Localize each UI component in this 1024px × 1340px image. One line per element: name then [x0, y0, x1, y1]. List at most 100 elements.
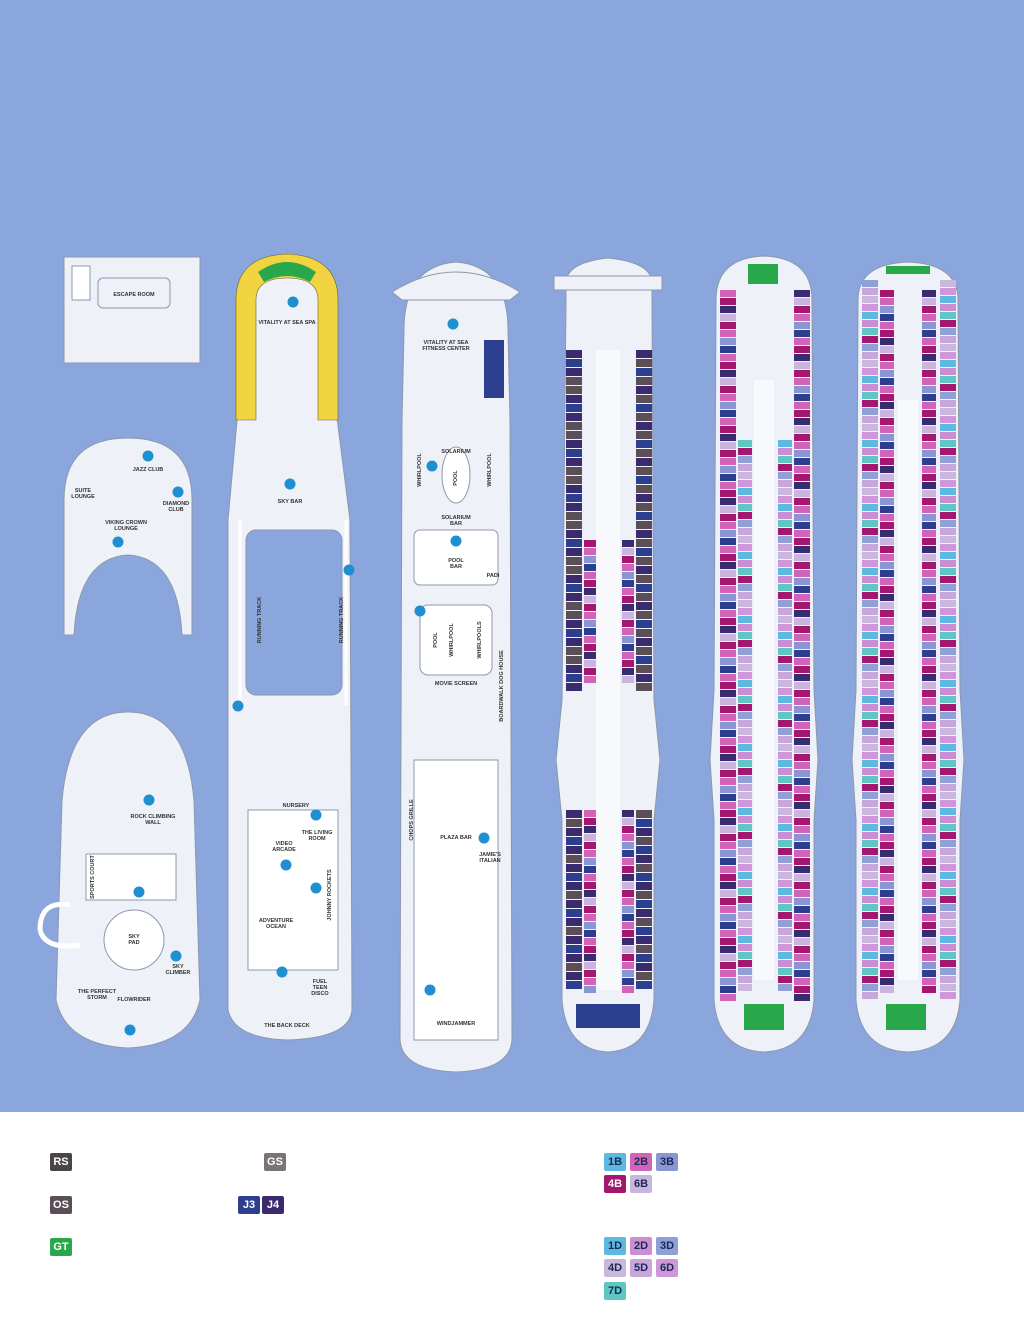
legend-chip-1b: 1B: [604, 1153, 626, 1171]
cabin-block: [880, 970, 894, 977]
deck-11-pools-lower: [419, 604, 493, 676]
cabin-block: [794, 610, 810, 617]
cabin-block: [566, 837, 582, 845]
cabin-block: [720, 786, 736, 793]
cabin-block: [622, 938, 634, 945]
cabin-block: [922, 386, 936, 393]
cabin-block: [940, 896, 956, 903]
cabin-block: [778, 480, 792, 487]
cabin-block: [862, 584, 878, 591]
cabin-block: [622, 866, 634, 873]
cabin-block: [794, 962, 810, 969]
cabin-block: [720, 378, 736, 385]
cabin-block: [622, 572, 634, 579]
cabin-block: [636, 981, 652, 989]
cabin-block: [720, 354, 736, 361]
cabin-block: [720, 306, 736, 313]
cabin-block: [720, 962, 736, 969]
cabin-block: [636, 954, 652, 962]
cabin-block: [880, 818, 894, 825]
cabin-block: [862, 760, 878, 767]
fitness-icon: [447, 318, 459, 330]
cabin-block: [778, 600, 792, 607]
cabin-block: [622, 826, 634, 833]
cabin-block: [584, 962, 596, 969]
cabin-block: [880, 362, 894, 369]
cabin-block: [922, 618, 936, 625]
flowrider-icon: [124, 1024, 136, 1036]
sports-court-icon: [133, 886, 145, 898]
cabin-block: [720, 754, 736, 761]
cabin-block: [922, 770, 936, 777]
cabin-block: [794, 930, 810, 937]
cabin-block: [636, 395, 652, 403]
cabin-block: [794, 530, 810, 537]
cabin-block: [862, 784, 878, 791]
cabin-block: [738, 808, 752, 815]
cabin-block: [922, 754, 936, 761]
cabin-block: [862, 824, 878, 831]
cabin-block: [738, 832, 752, 839]
cabin-block: [922, 634, 936, 641]
cabin-block: [778, 792, 792, 799]
cabin-block: [566, 422, 582, 430]
cabin-block: [940, 544, 956, 551]
cabin-block: [794, 458, 810, 465]
cabin-block: [940, 944, 956, 951]
cabin-block: [584, 564, 596, 571]
cabin-block: [922, 434, 936, 441]
cabin-block: [622, 612, 634, 619]
cabin-block: [922, 762, 936, 769]
label-the-back-deck: THE BACK DECK: [264, 1022, 310, 1029]
cabin-block: [794, 586, 810, 593]
cabin-block: [636, 413, 652, 421]
cabin-block: [862, 304, 878, 311]
cabin-block: [720, 994, 736, 1001]
cabin-block: [862, 336, 878, 343]
cabin-block: [880, 458, 894, 465]
cabin-block: [922, 490, 936, 497]
windjammer-icon: [424, 984, 436, 996]
cabin-block: [636, 359, 652, 367]
cabin-block: [940, 328, 956, 335]
cabin-block: [636, 422, 652, 430]
cabin-block: [880, 394, 894, 401]
cabin-block: [940, 448, 956, 455]
cabin-block: [738, 888, 752, 895]
cabin-block: [880, 962, 894, 969]
cabin-block: [738, 680, 752, 687]
cabin-block: [862, 280, 878, 287]
cabin-block: [584, 850, 596, 857]
cabin-block: [880, 418, 894, 425]
label-diamond-club: DIAMOND CLUB: [162, 500, 190, 513]
cabin-block: [738, 952, 752, 959]
cabin-block: [940, 528, 956, 535]
cabin-block: [940, 648, 956, 655]
cabin-block: [794, 730, 810, 737]
cabin-block: [738, 496, 752, 503]
legend-chip-7d: 7D: [604, 1282, 626, 1300]
cabin-block: [720, 442, 736, 449]
cabin-block: [738, 640, 752, 647]
cabin-block: [880, 370, 894, 377]
cabin-block: [880, 634, 894, 641]
cabin-block: [922, 346, 936, 353]
cabin-block: [720, 426, 736, 433]
cabin-block: [738, 976, 752, 983]
deck-10-corridor: [596, 350, 620, 990]
cabin-block: [622, 970, 634, 977]
cabin-block: [922, 570, 936, 577]
cabin-block: [794, 978, 810, 985]
cabin-block: [566, 476, 582, 484]
cabin-block: [922, 562, 936, 569]
cabin-block: [778, 696, 792, 703]
cabin-block: [940, 280, 956, 287]
cabin-block: [880, 314, 894, 321]
cabin-block: [636, 368, 652, 376]
cabin-block: [584, 596, 596, 603]
cabin-block: [940, 800, 956, 807]
cabin-block: [922, 330, 936, 337]
cabin-block: [862, 328, 878, 335]
label-whirlpool-right: WHIRLPOOL: [487, 453, 493, 487]
cabin-block: [778, 656, 792, 663]
